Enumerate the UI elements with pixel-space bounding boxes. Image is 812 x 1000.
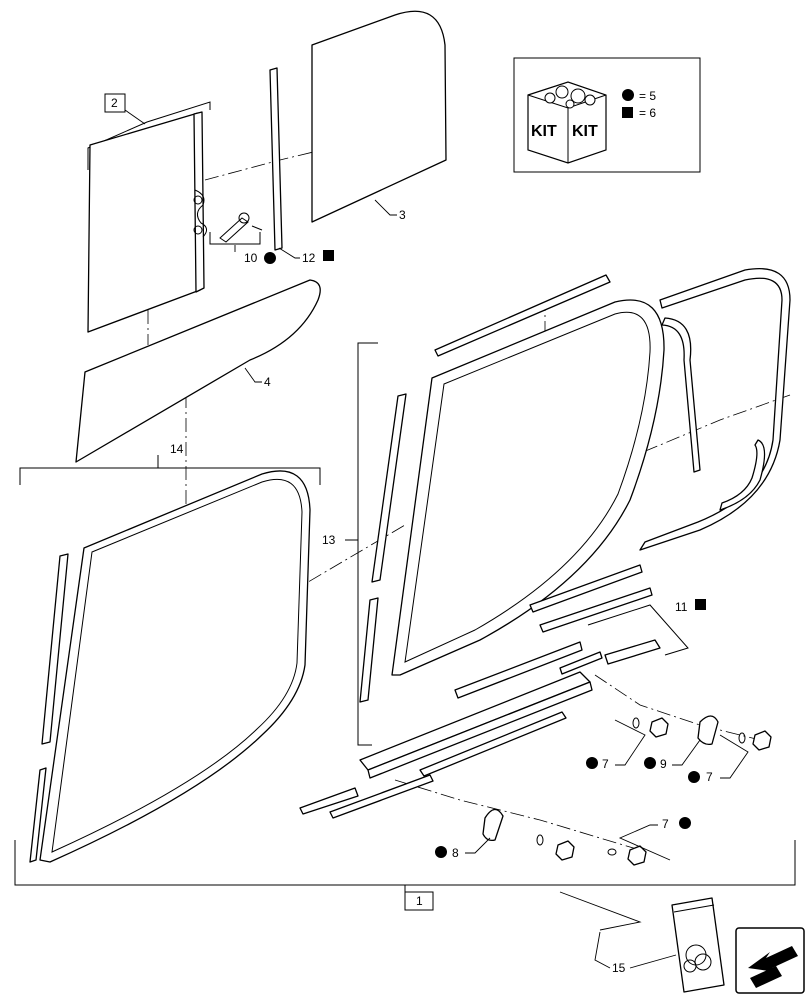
callout-3: 3 (399, 208, 406, 222)
kit-legend-box: KIT KIT = 5 = 6 (513, 57, 701, 173)
callout-box-2 (104, 93, 126, 113)
part-12-seal-strip (269, 67, 283, 251)
kit-label-left: KIT (531, 123, 557, 140)
part-1-assembly-bracket: 1 (14, 840, 796, 911)
callout-9-circle-marker (644, 757, 656, 769)
part-15-bag (671, 897, 725, 993)
callout-15: 15 (612, 961, 626, 975)
callout-14: 14 (170, 442, 184, 456)
part-13-seal-set (345, 268, 791, 746)
callout-10: 10 (244, 251, 258, 265)
part-2-door-glass (87, 101, 211, 333)
callout-12-square-marker (323, 250, 334, 261)
callout-8-circle-marker (435, 846, 447, 858)
callout-7c: 7 (662, 817, 669, 831)
next-page-arrow-icon[interactable] (735, 927, 805, 994)
callout-7a-circle-marker (586, 757, 598, 769)
kit-square-marker (622, 107, 633, 118)
callout-8: 8 (452, 846, 459, 860)
callout-7a: 7 (602, 757, 609, 771)
callout-12: 12 (302, 251, 316, 265)
callout-11: 11 (675, 600, 688, 614)
callout-9: 9 (660, 757, 667, 771)
part-14-window-frame (19, 455, 321, 863)
hardware-fasteners (482, 715, 772, 866)
callout-4: 4 (264, 375, 271, 389)
kit-circle-marker (622, 89, 634, 101)
kit-square-legend: = 6 (639, 106, 656, 120)
part-10-hinge-pin (209, 212, 263, 245)
callout-7b-circle-marker (688, 771, 700, 783)
callouts: 2 3 4 10 12 13 14 11 7 9 7 (104, 93, 749, 975)
kit-circle-legend: = 5 (639, 89, 656, 103)
part-11-channel-set (299, 604, 689, 819)
part-4-lower-glass (75, 279, 321, 463)
callout-11-square-marker (695, 599, 706, 610)
callout-2: 2 (111, 96, 118, 110)
part-3-glass-panel (311, 10, 447, 223)
callout-13: 13 (322, 533, 336, 547)
callout-box-1 (404, 891, 434, 911)
callout-10-circle-marker (264, 252, 276, 264)
callout-7c-circle-marker (679, 817, 691, 829)
callout-7b: 7 (706, 770, 713, 784)
kit-label-right: KIT (572, 123, 598, 140)
callout-1: 1 (416, 894, 423, 908)
